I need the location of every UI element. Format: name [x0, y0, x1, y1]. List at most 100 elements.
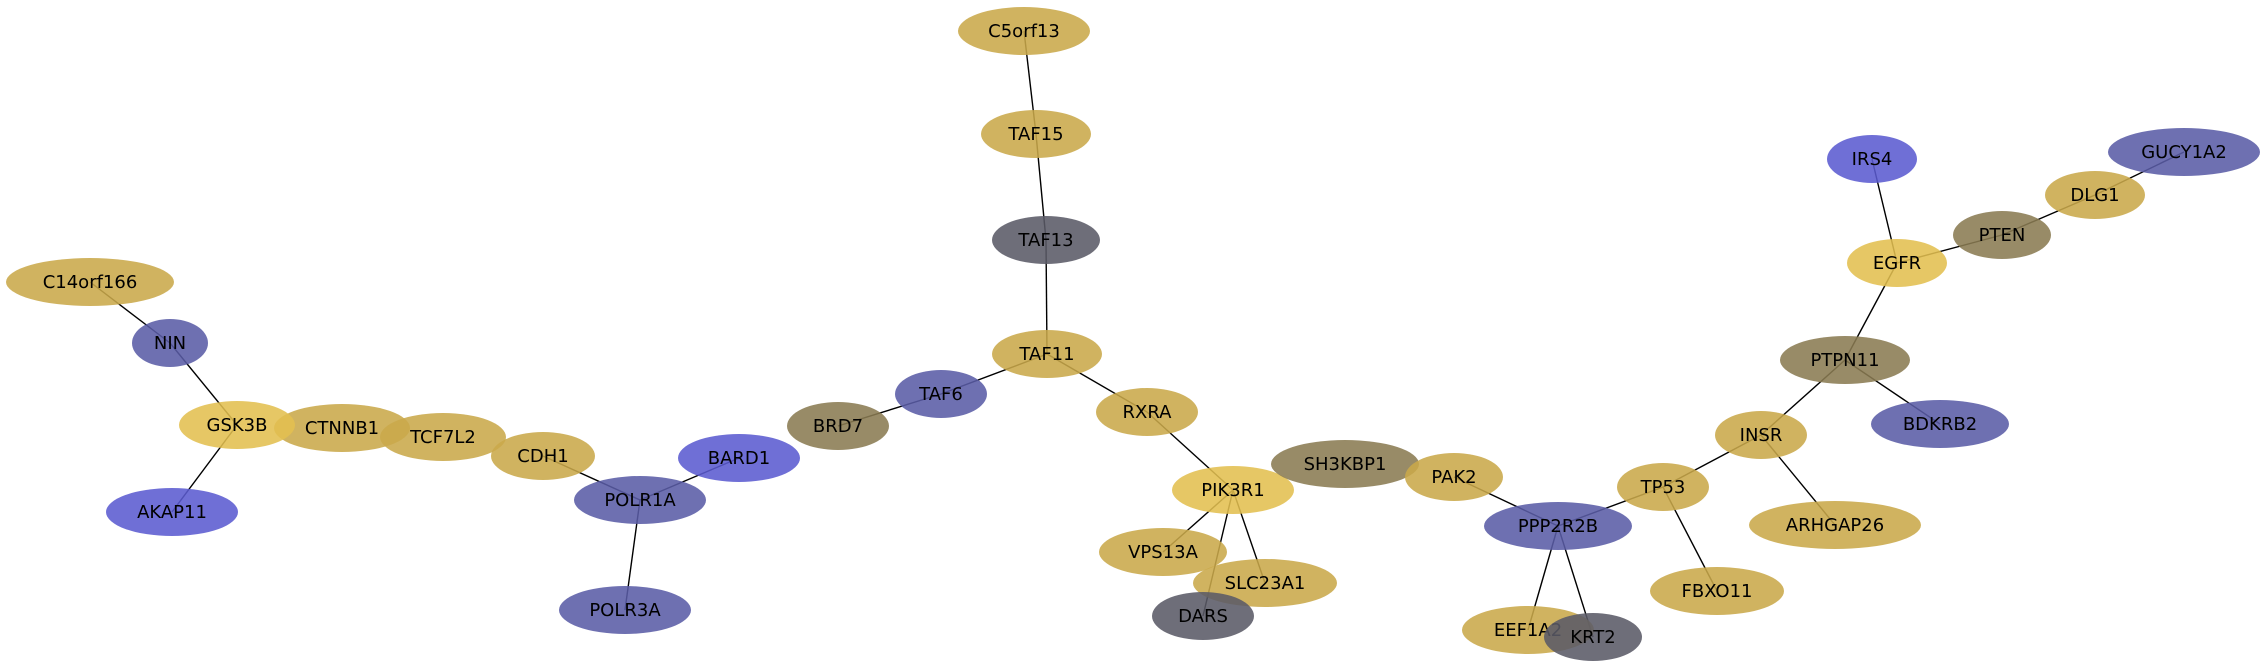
node-egfr[interactable]: EGFR [1847, 239, 1947, 287]
node-ellipse-sh3kbp1 [1271, 440, 1419, 488]
node-ellipse-taf15 [981, 110, 1091, 158]
node-label-egfr: EGFR [1873, 253, 1921, 274]
node-slc23a1[interactable]: SLC23A1 [1193, 559, 1337, 607]
node-tcf7l2[interactable]: TCF7L2 [380, 413, 506, 461]
node-ellipse-polr3a [559, 586, 691, 634]
node-insr[interactable]: INSR [1715, 411, 1807, 459]
node-label-taf13: TAF13 [1017, 230, 1073, 251]
node-ellipse-gucy1a2 [2108, 128, 2260, 176]
node-ellipse-krt2 [1544, 613, 1642, 661]
node-ellipse-egfr [1847, 239, 1947, 287]
node-bdkrb2[interactable]: BDKRB2 [1871, 400, 2009, 448]
node-taf6[interactable]: TAF6 [895, 370, 987, 418]
node-gsk3b[interactable]: GSK3B [179, 401, 295, 449]
node-label-arhgap26: ARHGAP26 [1786, 515, 1884, 536]
node-ellipse-nin [132, 319, 208, 367]
node-ellipse-slc23a1 [1193, 559, 1337, 607]
node-ellipse-tp53 [1617, 463, 1709, 511]
node-dars[interactable]: DARS [1152, 592, 1254, 640]
node-pak2[interactable]: PAK2 [1405, 453, 1503, 501]
node-label-slc23a1: SLC23A1 [1225, 573, 1306, 594]
node-arhgap26[interactable]: ARHGAP26 [1749, 501, 1921, 549]
node-cdh1[interactable]: CDH1 [491, 432, 595, 480]
node-sh3kbp1[interactable]: SH3KBP1 [1271, 440, 1419, 488]
node-bard1[interactable]: BARD1 [678, 434, 800, 482]
node-polr3a[interactable]: POLR3A [559, 586, 691, 634]
node-polr1a[interactable]: POLR1A [574, 476, 706, 524]
node-label-bard1: BARD1 [708, 448, 770, 469]
node-ellipse-irs4 [1827, 135, 1917, 183]
node-ellipse-arhgap26 [1749, 501, 1921, 549]
node-pik3r1[interactable]: PIK3R1 [1172, 466, 1294, 514]
node-ellipse-pten [1953, 211, 2051, 259]
node-ellipse-fbxo11 [1650, 567, 1784, 615]
node-ppp2r2b[interactable]: PPP2R2B [1484, 502, 1632, 550]
node-ellipse-polr1a [574, 476, 706, 524]
node-label-ppp2r2b: PPP2R2B [1518, 516, 1598, 537]
node-ellipse-vps13a [1099, 528, 1227, 576]
node-label-insr: INSR [1740, 425, 1783, 446]
node-rxra[interactable]: RXRA [1096, 388, 1198, 436]
node-ellipse-brd7 [787, 402, 889, 450]
node-ellipse-cdh1 [491, 432, 595, 480]
node-label-fbxo11: FBXO11 [1682, 581, 1753, 602]
node-taf13[interactable]: TAF13 [992, 216, 1100, 264]
node-label-vps13a: VPS13A [1128, 542, 1198, 563]
node-tp53[interactable]: TP53 [1617, 463, 1709, 511]
node-gucy1a2[interactable]: GUCY1A2 [2108, 128, 2260, 176]
node-ptpn11[interactable]: PTPN11 [1780, 336, 1910, 384]
node-ellipse-bdkrb2 [1871, 400, 2009, 448]
node-taf11[interactable]: TAF11 [992, 330, 1102, 378]
node-dlg1[interactable]: DLG1 [2045, 171, 2145, 219]
node-label-pten: PTEN [1979, 225, 2026, 246]
node-label-sh3kbp1: SH3KBP1 [1304, 454, 1387, 475]
node-ellipse-insr [1715, 411, 1807, 459]
node-label-taf6: TAF6 [918, 384, 963, 405]
node-label-polr1a: POLR1A [604, 490, 676, 511]
node-irs4[interactable]: IRS4 [1827, 135, 1917, 183]
node-krt2[interactable]: KRT2 [1544, 613, 1642, 661]
node-ellipse-akap11 [106, 488, 238, 536]
node-ellipse-ptpn11 [1780, 336, 1910, 384]
node-ellipse-c14orf166 [6, 258, 174, 306]
node-ellipse-bard1 [678, 434, 800, 482]
node-vps13a[interactable]: VPS13A [1099, 528, 1227, 576]
node-ellipse-pik3r1 [1172, 466, 1294, 514]
node-label-ctnnb1: CTNNB1 [305, 418, 379, 439]
node-label-pik3r1: PIK3R1 [1201, 480, 1264, 501]
node-ellipse-taf6 [895, 370, 987, 418]
node-label-ptpn11: PTPN11 [1810, 350, 1879, 371]
node-ellipse-ctnnb1 [274, 404, 410, 452]
node-ellipse-c5orf13 [958, 7, 1090, 55]
node-ellipse-dars [1152, 592, 1254, 640]
node-c14orf166[interactable]: C14orf166 [6, 258, 174, 306]
node-label-pak2: PAK2 [1431, 467, 1476, 488]
node-label-krt2: KRT2 [1570, 627, 1615, 648]
node-label-dars: DARS [1178, 606, 1228, 627]
node-label-taf15: TAF15 [1007, 124, 1063, 145]
node-brd7[interactable]: BRD7 [787, 402, 889, 450]
node-label-taf11: TAF11 [1018, 344, 1074, 365]
node-ellipse-taf11 [992, 330, 1102, 378]
node-akap11[interactable]: AKAP11 [106, 488, 238, 536]
node-label-dlg1: DLG1 [2070, 185, 2119, 206]
node-ctnnb1[interactable]: CTNNB1 [274, 404, 410, 452]
node-label-nin: NIN [154, 333, 186, 354]
node-ellipse-gsk3b [179, 401, 295, 449]
node-label-tp53: TP53 [1640, 477, 1686, 498]
node-taf15[interactable]: TAF15 [981, 110, 1091, 158]
node-label-c14orf166: C14orf166 [43, 272, 138, 293]
node-ellipse-dlg1 [2045, 171, 2145, 219]
node-ellipse-taf13 [992, 216, 1100, 264]
node-label-polr3a: POLR3A [589, 600, 661, 621]
node-nin[interactable]: NIN [132, 319, 208, 367]
node-label-brd7: BRD7 [813, 416, 863, 437]
node-label-gsk3b: GSK3B [207, 415, 268, 436]
node-pten[interactable]: PTEN [1953, 211, 2051, 259]
node-ellipse-tcf7l2 [380, 413, 506, 461]
node-fbxo11[interactable]: FBXO11 [1650, 567, 1784, 615]
node-ellipse-rxra [1096, 388, 1198, 436]
node-label-akap11: AKAP11 [137, 502, 207, 523]
node-c5orf13[interactable]: C5orf13 [958, 7, 1090, 55]
